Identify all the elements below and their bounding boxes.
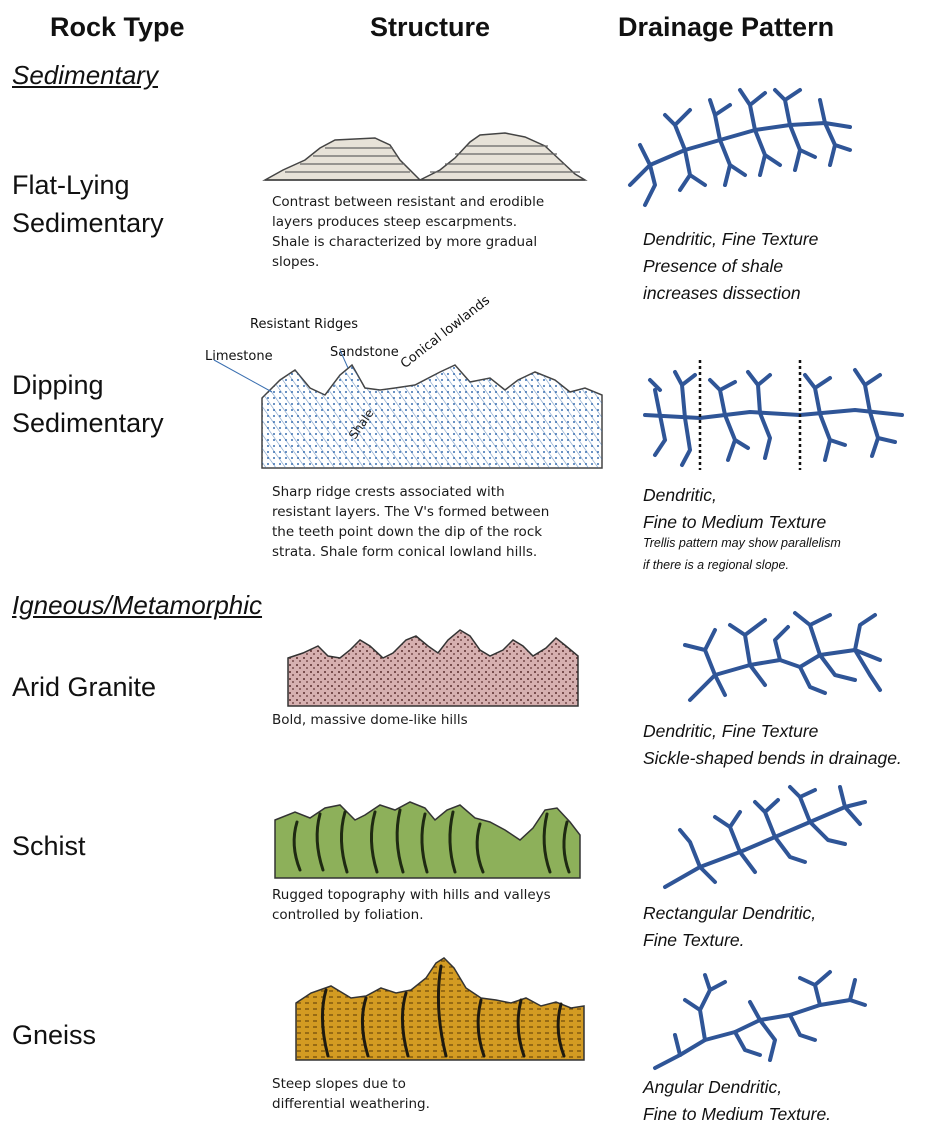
rock-gneiss: Gneiss bbox=[12, 1016, 96, 1054]
angular-dendritic-drainage-icon bbox=[650, 960, 870, 1070]
flat-lying-strata-illustration bbox=[265, 130, 595, 185]
section-igneous-metamorphic: Igneous/Metamorphic bbox=[12, 590, 262, 621]
header-rock-type: Rock Type bbox=[50, 12, 185, 43]
sickle-dendritic-drainage-icon bbox=[670, 605, 890, 705]
flat-lying-structure-description: Contrast between resistant and erodible … bbox=[272, 192, 544, 272]
label-resistant-ridges: Resistant Ridges bbox=[250, 317, 358, 332]
schist-structure-description: Rugged topography with hills and valleys… bbox=[272, 885, 551, 925]
rock-arid-granite: Arid Granite bbox=[12, 668, 156, 706]
rectangular-dendritic-drainage-icon bbox=[660, 782, 870, 892]
dipping-structure-description: Sharp ridge crests associated with resis… bbox=[272, 482, 549, 562]
schist-illustration bbox=[275, 800, 585, 880]
rock-dipping-sedimentary: Dipping Sedimentary bbox=[12, 366, 164, 442]
dipping-strata-illustration: Shale bbox=[200, 360, 610, 475]
arid-granite-structure-description: Bold, massive dome-like hills bbox=[272, 710, 468, 730]
drainage-note-trellis: Trellis pattern may show parallelism if … bbox=[643, 532, 841, 576]
drainage-desc-dipping: Dendritic, Fine to Medium Texture bbox=[643, 482, 826, 536]
gneiss-structure-description: Steep slopes due to differential weather… bbox=[272, 1074, 430, 1114]
arid-granite-illustration bbox=[288, 628, 580, 708]
gneiss-illustration bbox=[296, 958, 586, 1063]
drainage-desc-schist: Rectangular Dendritic, Fine Texture. bbox=[643, 900, 816, 954]
section-sedimentary: Sedimentary bbox=[12, 60, 158, 91]
rock-schist: Schist bbox=[12, 827, 86, 865]
trellis-drainage-icon bbox=[640, 360, 910, 470]
drainage-desc-flat-lying: Dendritic, Fine Texture Presence of shal… bbox=[643, 226, 818, 307]
rock-flat-lying-sedimentary: Flat-Lying Sedimentary bbox=[12, 166, 164, 242]
label-sandstone: Sandstone bbox=[330, 345, 399, 360]
drainage-desc-gneiss: Angular Dendritic, Fine to Medium Textur… bbox=[643, 1074, 831, 1128]
dendritic-fine-drainage-icon bbox=[625, 85, 855, 215]
header-structure: Structure bbox=[370, 12, 490, 43]
drainage-desc-arid-granite: Dendritic, Fine Texture Sickle-shaped be… bbox=[643, 718, 902, 772]
header-drainage-pattern: Drainage Pattern bbox=[618, 12, 834, 43]
